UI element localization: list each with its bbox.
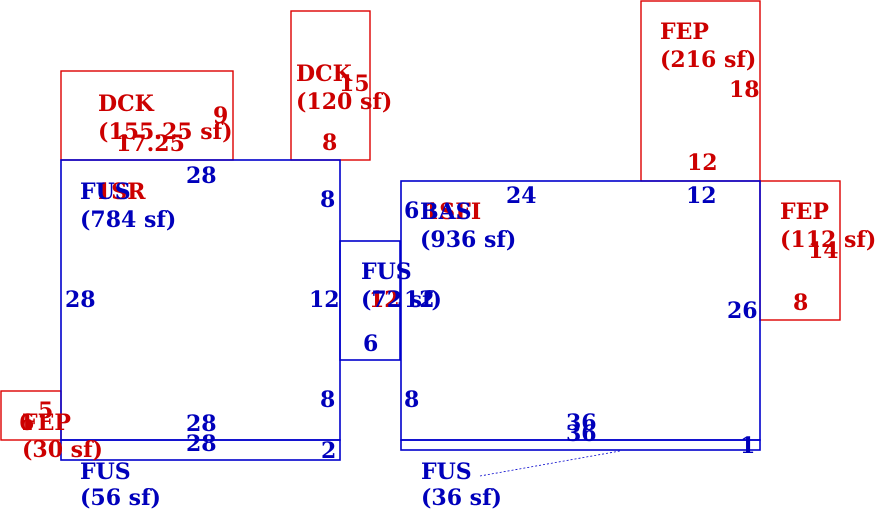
fep-right-dim-8: 8	[793, 290, 808, 316]
fep-small-dim-5: 5	[38, 398, 53, 424]
fep-right-code: FEP	[780, 199, 829, 225]
dck-left-dim-17-25: 17.25	[116, 131, 185, 157]
bas-main-dim-top: 24	[506, 183, 537, 209]
fep-right-area: (112 sf)	[780, 227, 876, 253]
fus-strip-left-outline[interactable]	[60, 439, 341, 461]
fep-top-code: FEP	[660, 19, 709, 45]
fus-main-dim-top: 28	[186, 163, 217, 189]
bas-main-dim-right: 26	[727, 298, 758, 324]
dck-right-dim-15: 15	[339, 71, 370, 97]
fus-main-dim-bottom: 28	[186, 411, 217, 437]
fus-strip-right-dim-36: 36	[566, 421, 597, 447]
dck-right-dim-8: 8	[322, 130, 337, 156]
fus-link-dim-blue: 12	[404, 287, 435, 313]
fep-top-dim-18: 18	[729, 77, 760, 103]
fus-main-code: FUS	[80, 179, 131, 205]
fus-strip-right-dim-1: 1	[740, 433, 755, 459]
fus-strip-left-dim-2: 2	[321, 438, 336, 464]
bas-main-area: (936 sf)	[420, 227, 516, 253]
bas-main-dim-bottom: 36	[566, 410, 597, 436]
fus-main-area: (784 sf)	[80, 207, 176, 233]
fus-main-dim-left: 28	[65, 287, 96, 313]
fus-main-dim-right-mid: 12	[309, 287, 340, 313]
dck-left-code: DCK	[98, 91, 155, 117]
fus-strip-left-dim-28: 28	[186, 431, 217, 457]
dck-left-area: (155.25 sf)	[98, 119, 233, 145]
fep-right-dim-14: 14	[808, 238, 839, 264]
fus-main-overlay: 1SR	[96, 179, 146, 205]
bas-main-code: BAS	[420, 199, 472, 225]
leader-line	[479, 450, 621, 477]
bas-main-overlay: 1SFI	[424, 199, 481, 225]
fep-small-code: FEP	[22, 410, 71, 436]
fus-link-dim-red: 12	[369, 287, 400, 313]
dck-right-code: DCK	[296, 61, 353, 87]
bas-main-dim-left-top: 6	[404, 198, 419, 224]
fus-strip-right-area: (36 sf)	[421, 485, 502, 510]
fus-link-dim-6: 6	[363, 331, 378, 357]
fus-main-dim-right-bottom: 8	[320, 387, 335, 413]
dck-left-dim-9: 9	[213, 103, 228, 129]
fus-link-outline[interactable]	[339, 240, 401, 361]
fus-strip-left-code: FUS	[80, 459, 131, 485]
fep-top-area: (216 sf)	[660, 47, 756, 73]
fus-main-dim-right-top: 8	[320, 187, 335, 213]
fus-strip-left-area: (56 sf)	[80, 485, 161, 510]
bas-main-dim-left-bottom: 8	[404, 387, 419, 413]
fus-link-code: FUS	[361, 259, 412, 285]
fus-strip-right-outline[interactable]	[400, 439, 761, 451]
fus-link-area: (72 sf)	[361, 287, 442, 313]
fep-top-dim-12: 12	[687, 150, 718, 176]
fep-small-dim-6: 6	[19, 410, 34, 436]
dck-right-area: (120 sf)	[296, 89, 392, 115]
fep-small-area: (30 sf)	[22, 437, 103, 463]
bas-main-dim-top-right: 12	[686, 183, 717, 209]
fus-strip-right-code: FUS	[421, 459, 472, 485]
